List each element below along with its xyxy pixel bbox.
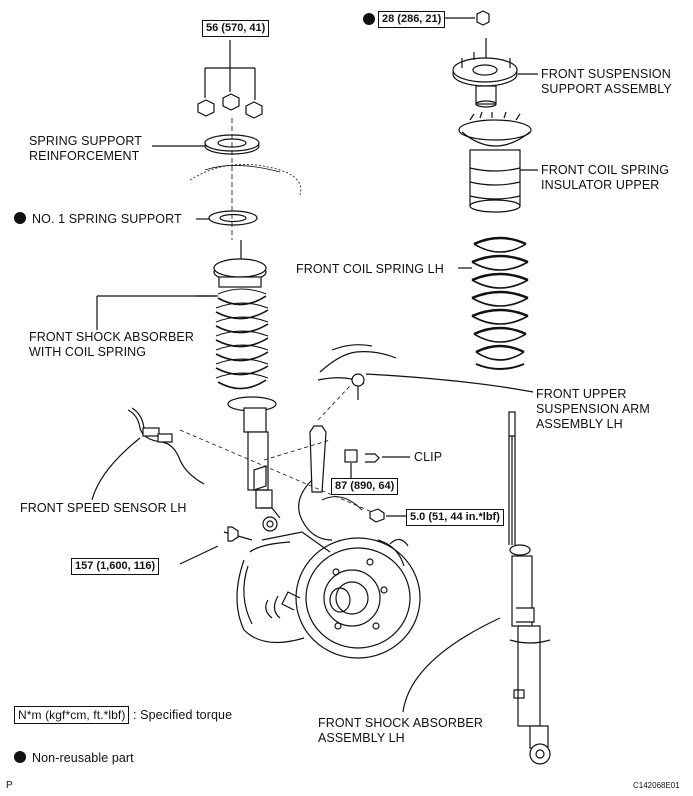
label-line: FRONT SHOCK ABSORBER [318,716,483,730]
label-line: SPRING SUPPORT [29,134,142,148]
label-front-shock-absorber-assembly: FRONT SHOCK ABSORBER ASSEMBLY LH [318,716,483,746]
label-line: ASSEMBLY LH [318,731,405,745]
shock-with-coil-spring-icon [213,240,281,532]
clip-icon [344,449,380,463]
legend-nonreusable-text: Non-reusable part [32,751,134,765]
label-line: FRONT SHOCK ABSORBER [29,330,194,344]
label-spring-support-reinforcement: SPRING SUPPORT REINFORCEMENT [29,134,142,164]
label-front-coil-spring-insulator: FRONT COIL SPRING INSULATOR UPPER [541,163,669,193]
upper-suspension-arm-icon [317,344,397,400]
nut-icon [476,10,490,26]
front-coil-spring-icon [471,236,529,370]
label-front-coil-spring: FRONT COIL SPRING LH [296,262,444,276]
front-shock-absorber-icon [508,411,551,765]
footer-figure-code: C142068E01 [633,781,680,790]
legend-torque-unit: N*m (kgf*cm, ft.*lbf) [14,706,130,724]
label-line: REINFORCEMENT [29,149,140,163]
speed-sensor-icon [127,407,205,485]
label-line: FRONT UPPER [536,387,627,401]
torque-spec-upper-nut: 28 (286, 21) [378,11,446,28]
non-reusable-marker-icon [14,212,26,224]
no1-spring-support-icon [196,210,258,226]
front-suspension-support-icon [452,38,518,108]
label-clip: CLIP [414,450,443,464]
sensor-bolt-icon [369,508,406,523]
torque-spec-sensor-bolt: 5.0 (51, 44 in.*lbf) [406,509,504,526]
label-line: FRONT COIL SPRING [541,163,670,177]
label-line: FRONT SUSPENSION [541,67,671,81]
label-front-shock-with-coil: FRONT SHOCK ABSORBER WITH COIL SPRING [29,330,194,360]
label-no1-spring-support: NO. 1 SPRING SUPPORT [14,212,182,227]
spring-support-reinforcement-icon [152,134,260,155]
knuckle-bolt-icon [179,526,253,565]
label-line: SUSPENSION ARM [536,402,650,416]
label-line: WITH COIL SPRING [29,345,147,359]
torque-spec-arm-nut: 87 (890, 64) [331,478,399,495]
legend-nonreusable: Non-reusable part [14,751,134,766]
steering-knuckle-icon [236,425,421,659]
label-line: NO. 1 SPRING SUPPORT [32,212,182,226]
coil-spring-insulator-icon [458,111,532,213]
torque-spec-knuckle-bolt: 157 (1,600, 116) [71,558,160,575]
label-line: INSULATOR UPPER [541,178,660,192]
torque-spec-top-nuts: 56 (570, 41) [202,20,270,37]
label-front-upper-suspension-arm: FRONT UPPER SUSPENSION ARM ASSEMBLY LH [536,387,650,432]
label-line: ASSEMBLY LH [536,417,623,431]
footer-left-code: P [6,780,13,791]
label-line: SUPPORT ASSEMBLY [541,82,672,96]
non-reusable-marker-icon [14,751,26,763]
label-front-speed-sensor: FRONT SPEED SENSOR LH [20,501,187,515]
legend-torque-desc: : Specified torque [133,708,233,722]
non-reusable-nut-marker-icon [363,11,381,29]
legend-torque: N*m (kgf*cm, ft.*lbf) : Specified torque [14,706,233,724]
nut-group-icon [197,40,263,119]
label-front-suspension-support: FRONT SUSPENSION SUPPORT ASSEMBLY [541,67,672,97]
